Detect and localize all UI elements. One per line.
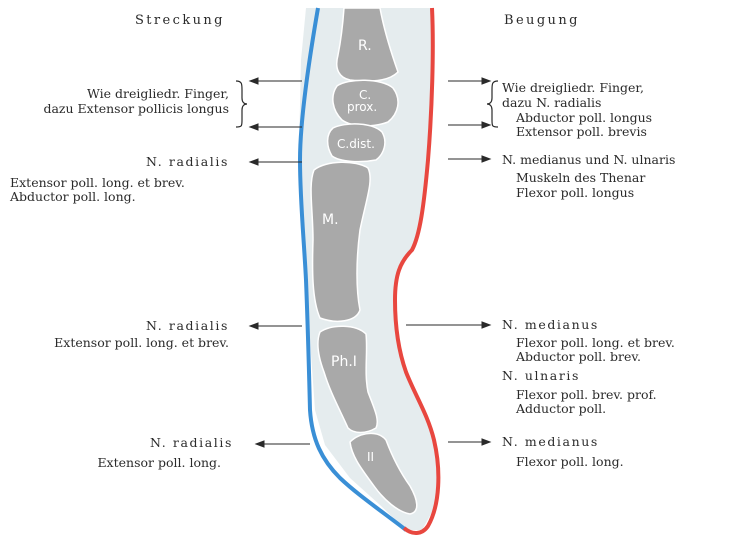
capitate-proximal-label-line2: prox. [347,100,377,114]
right-muscle-adductor: Adductor poll. [515,401,606,416]
metacarpal-label: M. [322,212,339,228]
left-nerve-radialis-1: N. radialis [146,154,229,169]
left-muscle-abductor-long: Abductor poll. long. [9,189,136,204]
right-muscle-flexor-long-brev: Flexor poll. long. et brev. [516,335,675,350]
heading-beugung: Beugung [504,13,580,28]
radius-label: R. [358,38,372,54]
left-muscle-ext-long-brev-2: Extensor poll. long. et brev. [54,335,229,350]
right-nerve-ulnaris: N. ulnaris [502,368,580,383]
left-brace [236,81,247,127]
distal-phalanx-label: II [367,450,374,464]
right-muscle-abductor-brev: Abductor poll. brev. [515,349,641,364]
heading-streckung: Streckung [135,13,225,28]
left-label-extensor-pollicis: dazu Extensor pollicis longus [43,101,229,116]
left-nerve-radialis-3: N. radialis [150,435,233,450]
right-muscle-flexor-longus-1: Flexor poll. longus [516,185,634,200]
right-muscle-flexor-brev-prof: Flexor poll. brev. prof. [516,387,657,402]
right-muscle-thenar: Muskeln des Thenar [516,170,645,185]
left-muscle-ext-long: Extensor poll. long. [97,455,221,470]
right-label-finger: Wie dreigliedr. Finger, [502,80,644,95]
proximal-phalanx-label: Ph.I [331,354,357,370]
left-muscle-ext-long-brev-1: Extensor poll. long. et brev. [10,175,185,190]
right-muscle-abductor-longus: Abductor poll. longus [515,110,652,125]
right-brace [487,81,498,127]
left-nerve-radialis-2: N. radialis [146,318,229,333]
right-nerve-medianus-ulnaris: N. medianus und N. ulnaris [502,152,675,167]
right-muscle-extensor-brevis: Extensor poll. brevis [516,124,647,139]
right-nerve-medianus-1: N. medianus [502,317,599,332]
right-nerve-medianus-2: N. medianus [502,434,599,449]
left-label-finger: Wie dreigliedr. Finger, [87,86,229,101]
capitate-distal-label: C.dist. [337,137,375,151]
right-label-nerve-radialis: dazu N. radialis [502,95,601,110]
right-muscle-flexor-long-2: Flexor poll. long. [516,454,624,469]
